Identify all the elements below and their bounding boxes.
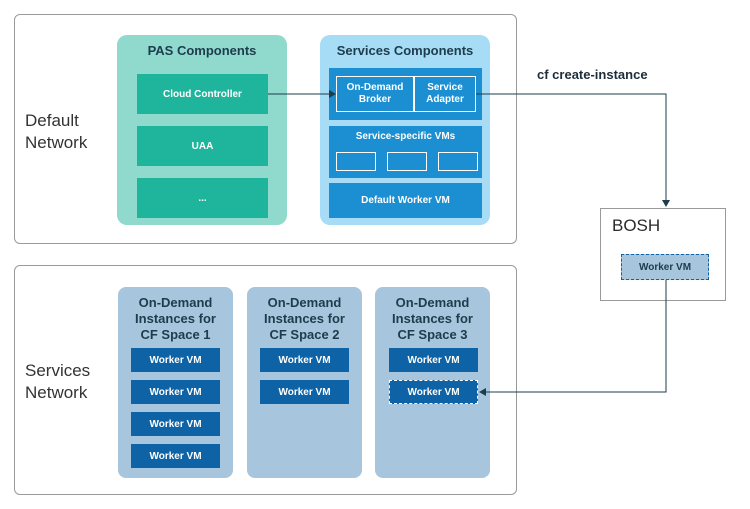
space-2-title-line3: CF Space 2 <box>269 327 340 342</box>
worker-vm-box: Worker VM <box>260 348 349 372</box>
bosh-title: BOSH <box>612 216 661 235</box>
space-1-title: On-Demand Instances for CF Space 1 <box>118 295 233 343</box>
arrow-bosh-to-worker <box>479 280 667 396</box>
space-2-title-line1: On-Demand <box>267 295 342 310</box>
services-network-label-line2: Network <box>25 383 88 402</box>
adapter-line2: Adapter <box>426 94 464 105</box>
default-network-label-line1: Default <box>25 111 79 130</box>
space-1-title-line3: CF Space 1 <box>140 327 211 342</box>
space-3-title-line2: Instances for <box>392 311 473 326</box>
pas-ellipsis-box: ... <box>137 178 268 218</box>
new-worker-vm-box: Worker VM <box>389 380 478 404</box>
space-2-title: On-Demand Instances for CF Space 2 <box>247 295 362 343</box>
broker-line1: On-Demand <box>346 82 404 93</box>
worker-vm-box: Worker VM <box>131 412 220 436</box>
cloud-controller-box: Cloud Controller <box>137 74 268 114</box>
space-3-title-line1: On-Demand <box>395 295 470 310</box>
broker-line2: Broker <box>358 94 392 105</box>
adapter-line1: Service <box>427 82 463 93</box>
services-network-label: Services Network <box>25 360 90 404</box>
space-1-title-line2: Instances for <box>135 311 216 326</box>
service-vm-slot <box>438 152 478 171</box>
service-adapter-box: Service Adapter <box>414 76 476 112</box>
default-network-label-line2: Network <box>25 133 88 152</box>
space-2-title-line2: Instances for <box>264 311 345 326</box>
arrow-adapter-to-bosh <box>476 93 670 207</box>
worker-vm-box: Worker VM <box>131 444 220 468</box>
service-specific-vms-label: Service-specific VMs <box>355 131 456 142</box>
services-components-title: Services Components <box>336 43 474 58</box>
default-worker-vm-box: Default Worker VM <box>329 183 482 218</box>
cf-create-instance-label: cf create-instance <box>537 67 648 82</box>
on-demand-broker-box: On-Demand Broker <box>336 76 414 112</box>
services-network-label-line1: Services <box>25 361 91 380</box>
space-1-title-line1: On-Demand <box>138 295 213 310</box>
default-network-label: Default Network <box>25 110 87 154</box>
uaa-box: UAA <box>137 126 268 166</box>
pas-components-title: PAS Components <box>147 43 257 58</box>
space-3-title: On-Demand Instances for CF Space 3 <box>375 295 490 343</box>
service-vm-slot <box>387 152 427 171</box>
space-3-title-line3: CF Space 3 <box>397 327 468 342</box>
bosh-worker-vm: Worker VM <box>621 254 709 280</box>
worker-vm-box: Worker VM <box>260 380 349 404</box>
service-vm-slot <box>336 152 376 171</box>
worker-vm-box: Worker VM <box>131 380 220 404</box>
worker-vm-box: Worker VM <box>389 348 478 372</box>
worker-vm-box: Worker VM <box>131 348 220 372</box>
